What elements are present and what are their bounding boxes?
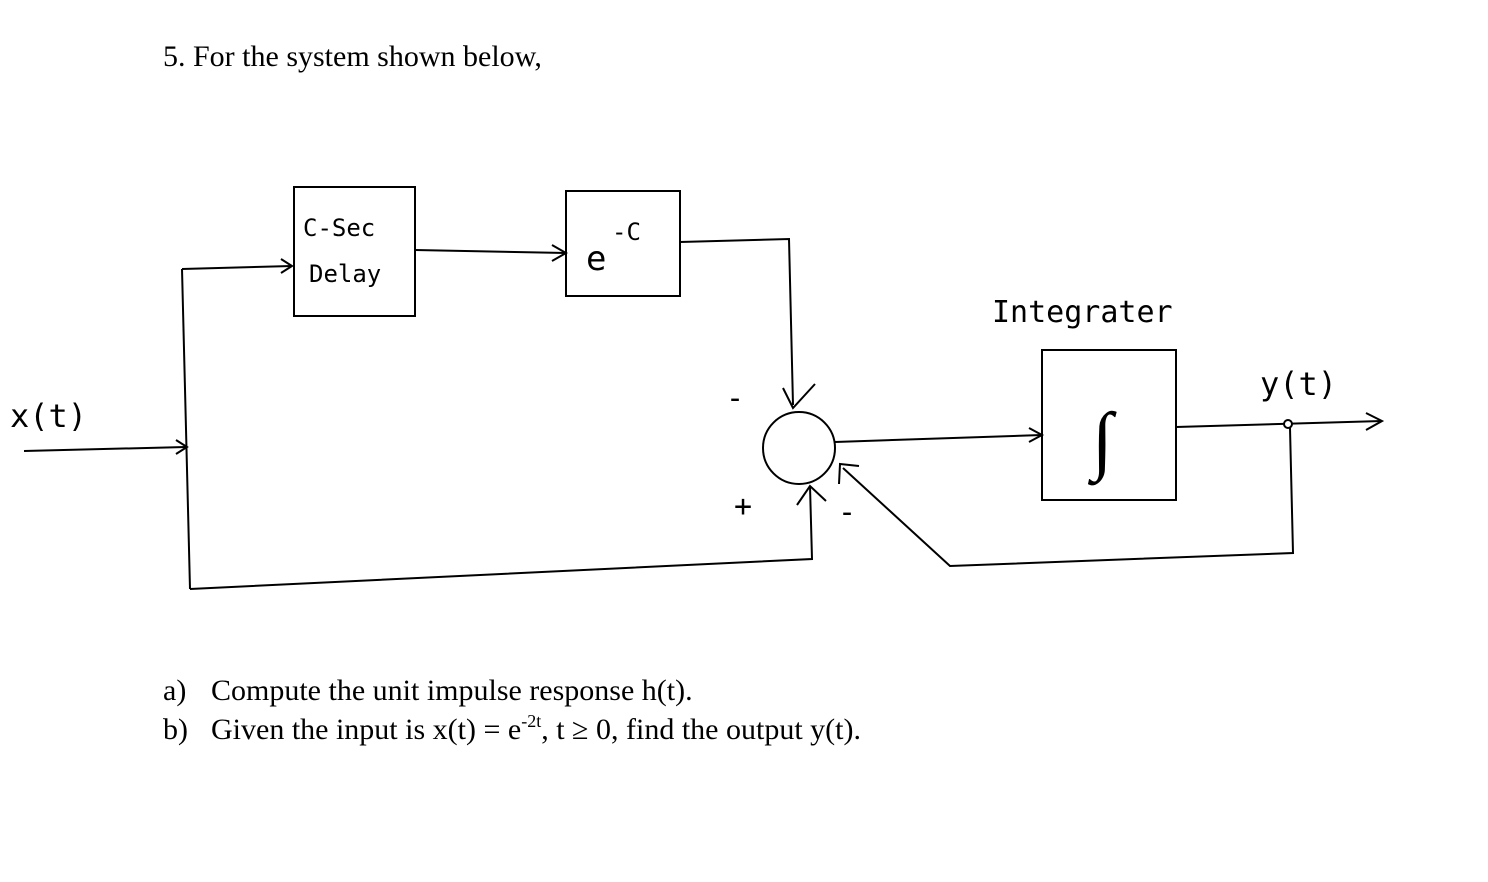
output-arrowhead (1365, 412, 1385, 431)
gain-to-sum-line (679, 237, 794, 406)
sum-sign-top: - (726, 381, 744, 416)
summing-junction (762, 411, 836, 485)
question-a-text: Compute the unit impulse response h(t). (211, 674, 693, 707)
bottom-bypass-arrowhead (796, 484, 827, 506)
question-a-label: a) (163, 674, 187, 707)
gain-base: e (586, 239, 606, 279)
delay-block (293, 186, 416, 317)
gain-to-sum-arrowhead (782, 383, 816, 410)
question-a: a) Compute the unit impulse response h(t)… (163, 674, 693, 708)
question-b: b) Given the input is x(t) = e-2t, t ≥ 0,… (163, 711, 861, 747)
output-line (1175, 420, 1383, 428)
output-takeoff-point (1283, 419, 1293, 429)
question-b-text-before: Given the input is x(t) = e (211, 713, 522, 746)
delay-input-line (181, 265, 293, 270)
question-b-label: b) (163, 713, 188, 746)
delay-to-gain-line (414, 249, 567, 254)
delay-label-line1: C-Sec (303, 214, 375, 242)
gain-exponent: -C (612, 218, 641, 246)
split-line (181, 268, 191, 590)
delay-label-line2: Delay (309, 260, 381, 288)
output-label: y(t) (1260, 365, 1337, 403)
problem-title: 5. For the system shown below, (163, 40, 542, 73)
sum-to-integrator-line (834, 434, 1043, 443)
feedback-line (842, 427, 1295, 568)
integrator-block (1041, 349, 1177, 501)
input-line (23, 446, 187, 452)
sum-sign-bottom-left: + (734, 489, 752, 524)
feedback-arrowhead (838, 462, 860, 485)
bottom-bypass-line (189, 485, 814, 590)
integrator-title: Integrater (992, 295, 1173, 330)
question-b-text-after: , t ≥ 0, find the output y(t). (541, 713, 861, 746)
sum-sign-bottom-right: - (838, 495, 856, 530)
question-b-exponent: -2t (521, 711, 542, 731)
input-label: x(t) (10, 397, 87, 435)
delay-input-arrowhead (280, 258, 294, 274)
integrator-symbol: ∫ (1088, 398, 1117, 486)
gain-block (565, 190, 681, 297)
